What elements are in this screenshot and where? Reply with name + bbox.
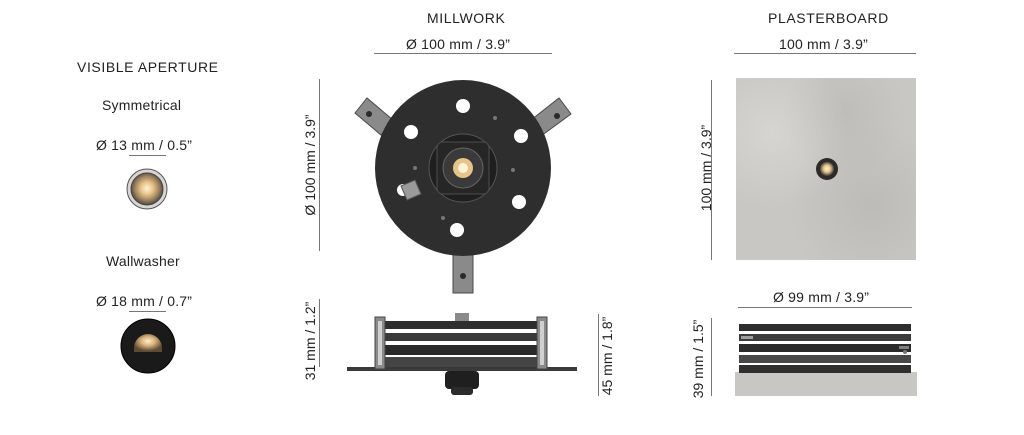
symmetrical-aperture-image bbox=[126, 168, 168, 210]
plasterboard-profile-height-label: 39 mm / 1.5” bbox=[690, 319, 706, 399]
symmetrical-dimension-line bbox=[129, 155, 166, 156]
plasterboard-top-width-line bbox=[734, 53, 916, 54]
millwork-top-width-line bbox=[374, 53, 552, 54]
plasterboard-profile-width-line bbox=[738, 307, 912, 308]
symmetrical-dimension: Ø 13 mm / 0.5” bbox=[96, 137, 193, 153]
millwork-profile-right-line bbox=[598, 314, 599, 396]
wallwasher-aperture-image bbox=[120, 318, 176, 374]
plasterboard-profile-width-label: Ø 99 mm / 3.9” bbox=[773, 289, 870, 305]
wallwasher-dimension: Ø 18 mm / 0.7” bbox=[96, 293, 193, 309]
millwork-profile-left-line bbox=[319, 299, 320, 367]
plasterboard-profile-height-line bbox=[711, 318, 712, 396]
symmetrical-title: Symmetrical bbox=[102, 97, 182, 113]
plasterboard-side-height-line bbox=[711, 80, 712, 260]
wallwasher-dimension-line bbox=[129, 311, 166, 312]
plasterboard-heading: PLASTERBOARD bbox=[768, 10, 889, 26]
millwork-profile-height-left-label: 31 mm / 1.2” bbox=[302, 301, 318, 381]
plasterboard-aperture bbox=[816, 158, 838, 180]
plasterboard-profile-view bbox=[735, 324, 917, 396]
plasterboard-top-width-label: 100 mm / 3.9” bbox=[779, 36, 868, 52]
millwork-side-height-label: Ø 100 mm / 3.9” bbox=[302, 114, 318, 216]
plasterboard-side-height-label: 100 mm / 3.9” bbox=[698, 124, 714, 212]
millwork-heading: MILLWORK bbox=[427, 10, 506, 26]
wallwasher-title: Wallwasher bbox=[106, 253, 180, 269]
millwork-side-height-line bbox=[319, 79, 320, 251]
millwork-profile-height-right-label: 45 mm / 1.8” bbox=[599, 316, 615, 396]
millwork-top-width-label: Ø 100 mm / 3.9” bbox=[406, 36, 511, 52]
millwork-top-view bbox=[354, 80, 572, 294]
visible-aperture-heading: VISIBLE APERTURE bbox=[77, 59, 219, 75]
millwork-profile-view bbox=[347, 313, 577, 395]
